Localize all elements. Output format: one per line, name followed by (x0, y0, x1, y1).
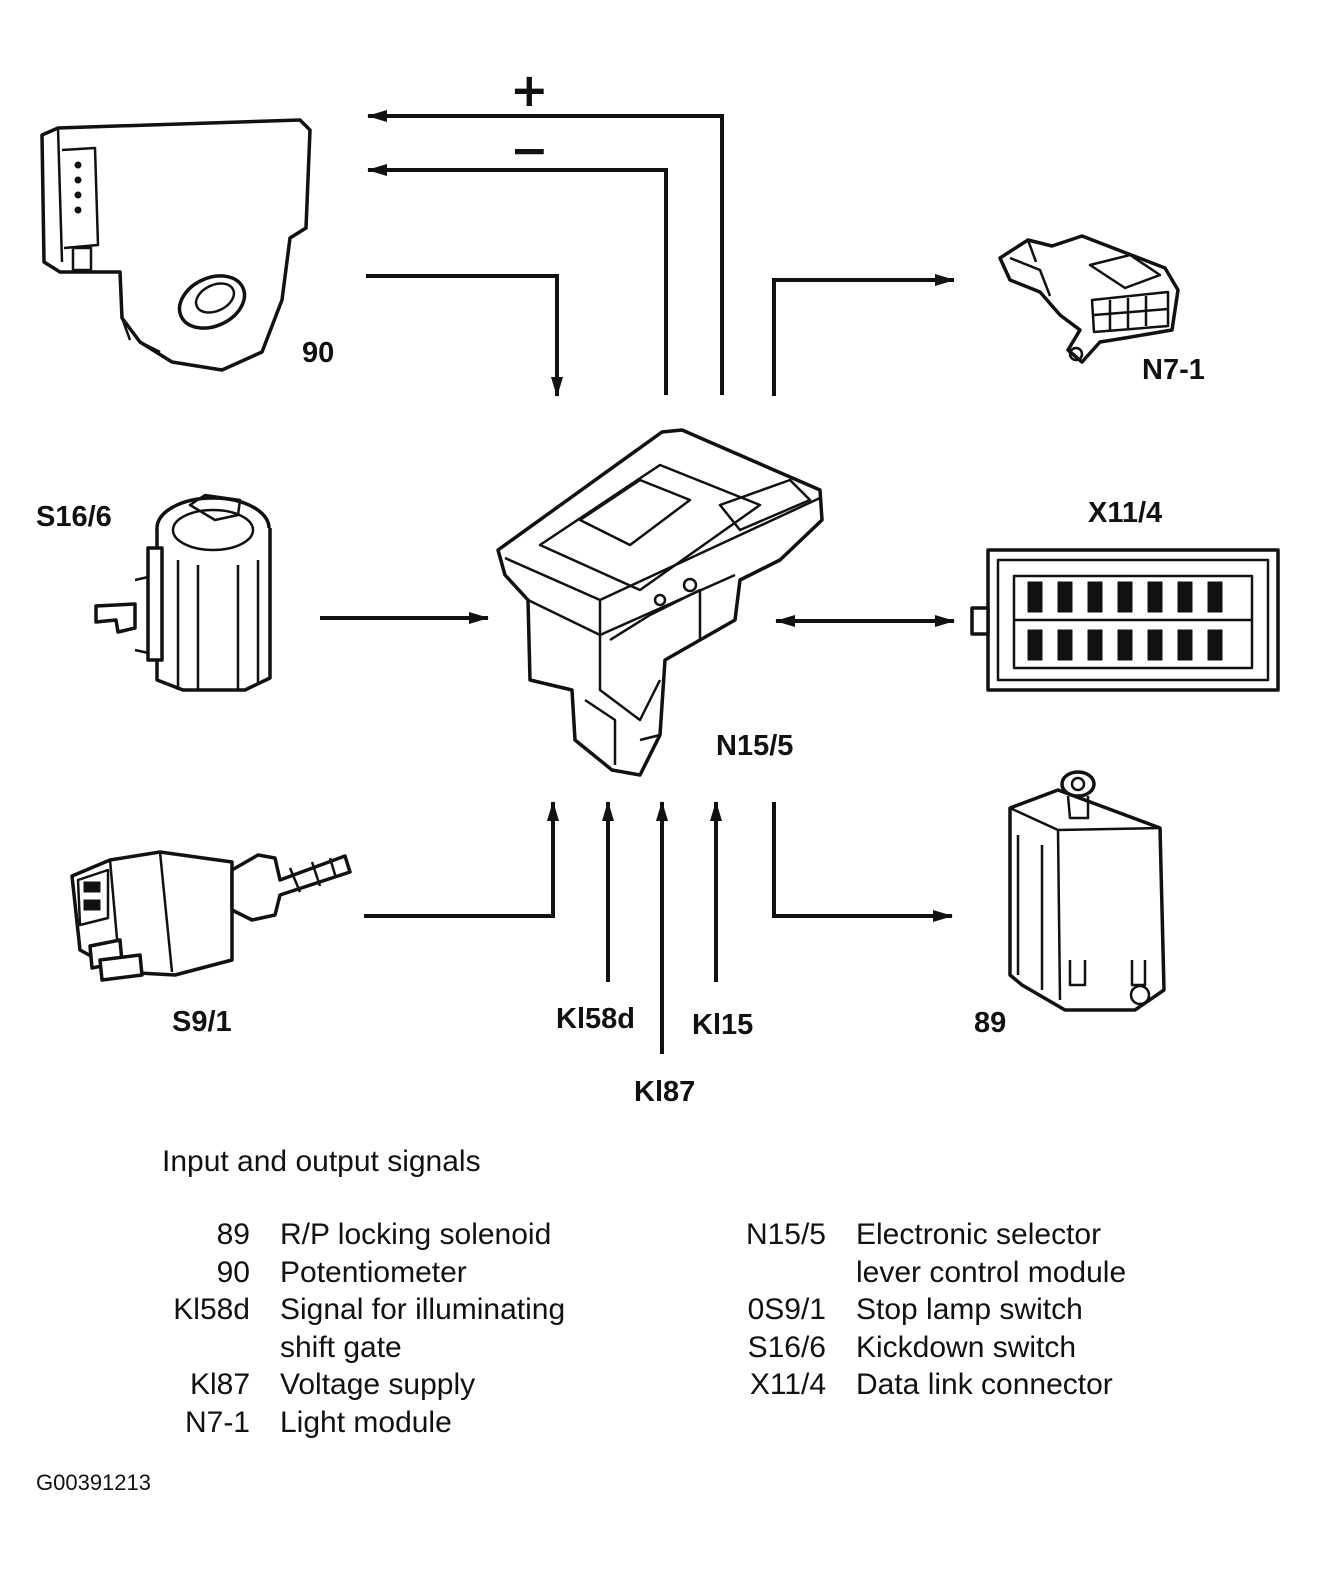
wire-plus (367, 110, 724, 395)
legend-row: 0S9/1 Stop lamp switch (738, 1291, 1196, 1329)
control-module-illustration (496, 428, 824, 777)
wire-stop-lamp (364, 801, 559, 918)
solenoid-illustration (1008, 770, 1166, 1012)
legend-row: 89 R/P locking solenoid (0, 1216, 600, 1254)
legend-code: X11/4 (749, 1368, 826, 1401)
legend-code (738, 1254, 826, 1292)
legend-row: N7-1 Light module (0, 1404, 600, 1442)
wire-solenoid (772, 802, 953, 922)
light-module-illustration (998, 234, 1180, 364)
legend-title: Input and output signals (162, 1145, 481, 1178)
legend-desc: lever control module (856, 1255, 1127, 1289)
potentiometer-label: 90 (302, 337, 334, 369)
legend-row: 90 Potentiometer (0, 1254, 600, 1292)
legend-code: Kl58d (173, 1293, 250, 1326)
legend-code: S16/6 (747, 1330, 826, 1364)
legend-row: shift gate (0, 1329, 600, 1367)
wire-light-module (772, 274, 955, 396)
legend-desc: R/P locking solenoid (280, 1218, 552, 1251)
stop-lamp-label: S9/1 (172, 1006, 232, 1038)
data-link-connector-illustration (970, 548, 1280, 692)
plus-sign: + (510, 63, 549, 117)
light-module-label: N7-1 (1142, 354, 1205, 386)
potentiometer-illustration (40, 118, 312, 372)
legend-row: Kl58d Signal for illuminating (0, 1291, 600, 1329)
kickdown-switch-illustration (94, 493, 272, 692)
legend-desc: Signal for illuminating (280, 1293, 566, 1326)
legend-code: 90 (216, 1255, 250, 1289)
figure-id: G00391213 (36, 1470, 151, 1495)
legend-desc: Light module (280, 1405, 452, 1439)
legend-code (0, 1329, 250, 1367)
control-module-label: N15/5 (716, 730, 793, 762)
legend-desc: Stop lamp switch (856, 1293, 1083, 1326)
kl87-label: Kl87 (634, 1076, 695, 1108)
legend-desc: Kickdown switch (856, 1330, 1077, 1364)
legend-desc: Data link connector (856, 1368, 1113, 1401)
legend-row: X11/4 Data link connector (738, 1366, 1196, 1404)
legend-row: S16/6 Kickdown switch (738, 1329, 1196, 1367)
legend-row: Kl87 Voltage supply (0, 1366, 600, 1404)
stop-lamp-switch-illustration (70, 850, 352, 982)
legend-desc: shift gate (280, 1330, 402, 1364)
kl15-label: Kl15 (692, 1009, 753, 1041)
data-link-label: X11/4 (1088, 497, 1162, 529)
legend-desc: Potentiometer (280, 1255, 467, 1289)
minus-sign: − (510, 123, 549, 177)
legend-desc: Electronic selector (856, 1218, 1102, 1251)
legend-code: N15/5 (745, 1218, 826, 1251)
wires (320, 110, 955, 1054)
kickdown-label: S16/6 (36, 501, 112, 533)
legend-right-column: N15/5 Electronic selector lever control m… (738, 1216, 1196, 1404)
legend-desc: Voltage supply (280, 1368, 476, 1401)
kl58d-label: Kl58d (556, 1003, 635, 1035)
legend-code: Kl87 (189, 1368, 250, 1401)
legend-code: N7-1 (184, 1405, 250, 1439)
legend-code: 89 (216, 1218, 250, 1251)
legend-row: N15/5 Electronic selector (738, 1216, 1196, 1254)
legend-code: 0S9/1 (747, 1293, 826, 1326)
legend-left-column: 89 R/P locking solenoid 90 Potentiometer K… (0, 1216, 600, 1441)
legend-row: lever control module (738, 1254, 1196, 1292)
wire-minus (367, 164, 668, 395)
wire-potentiometer (366, 274, 563, 397)
solenoid-label: 89 (974, 1007, 1006, 1039)
